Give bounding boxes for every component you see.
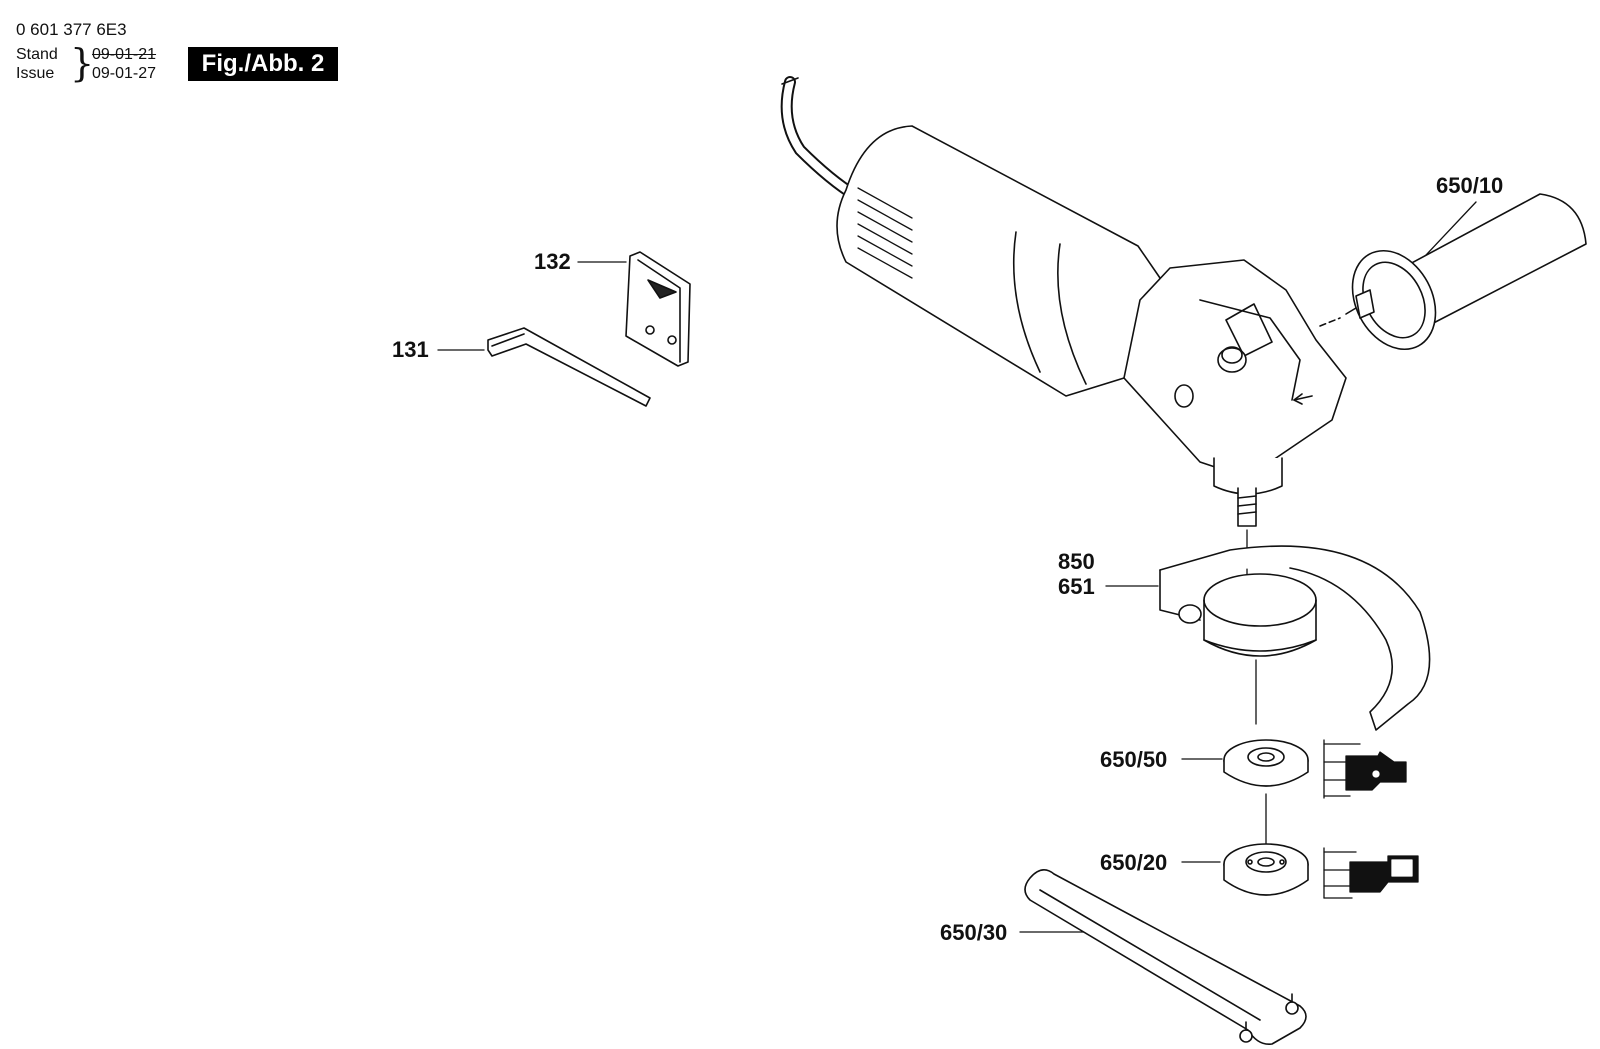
callout-650-30: 650/30: [940, 920, 1008, 945]
clamping-nut-drawing: [1224, 844, 1418, 898]
callout-132: 132: [534, 249, 571, 274]
document-header: 0 601 377 6E3 Stand Issue } 09-01-21 09-…: [0, 0, 360, 90]
callout-651: 651: [1058, 574, 1095, 599]
pin-spanner-drawing: [1025, 870, 1306, 1044]
brace-icon: }: [70, 41, 95, 85]
mounting-flange-drawing: [1224, 740, 1406, 850]
wheel-guard-drawing: [1160, 546, 1430, 730]
hex-key-drawing: [488, 328, 650, 406]
clip-plate-drawing: [626, 252, 690, 366]
power-cord-drawing: [782, 78, 856, 196]
document-number: 0 601 377 6E3: [16, 20, 127, 39]
callout-650-10: 650/10: [1436, 173, 1504, 198]
callout-650-20: 650/20: [1100, 850, 1168, 875]
callout-650-50: 650/50: [1100, 747, 1168, 772]
figure-label: Fig./Abb. 2: [188, 47, 338, 81]
angle-grinder-drawing: [837, 126, 1346, 616]
side-handle-drawing: [1320, 194, 1586, 364]
callout-850: 850: [1058, 549, 1095, 574]
stand-date: 09-01-21: [92, 46, 157, 63]
stand-label: Stand: [16, 46, 58, 63]
issue-date: 09-01-27: [92, 65, 157, 82]
issue-label: Issue: [16, 65, 55, 82]
callout-131: 131: [392, 337, 429, 362]
